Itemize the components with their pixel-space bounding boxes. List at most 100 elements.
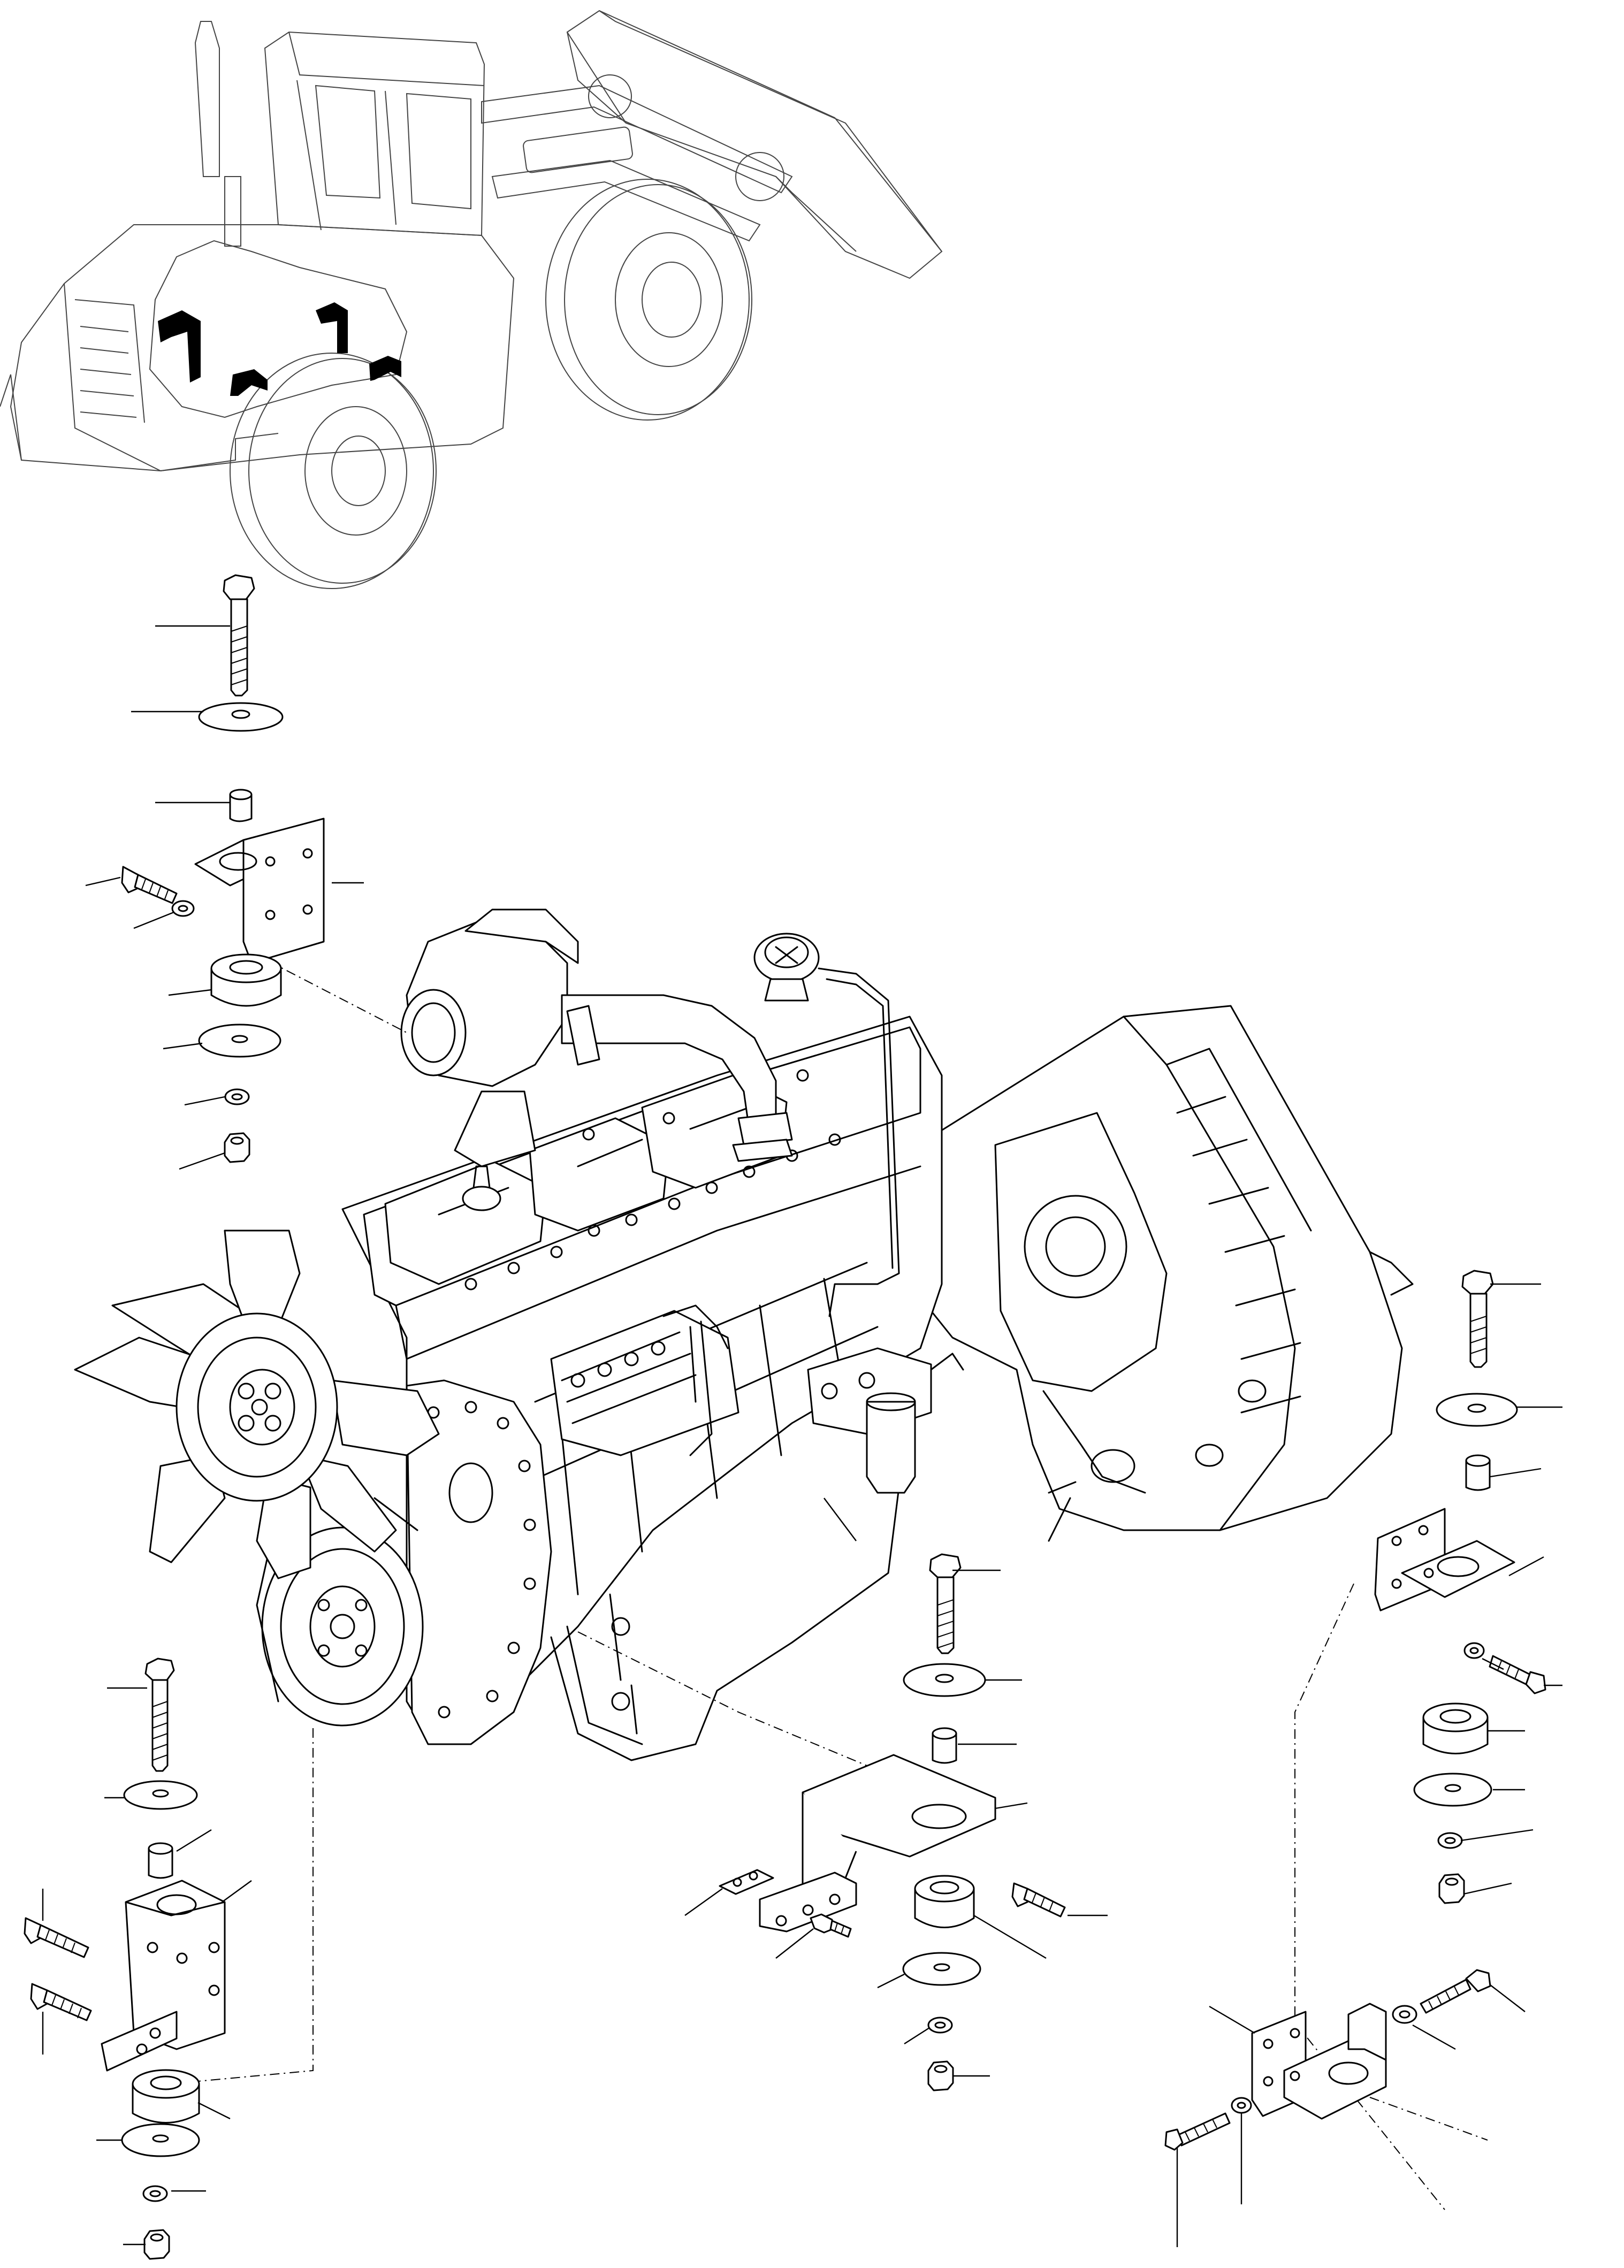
mount-bracket [194, 818, 325, 964]
mount-highlight-front-left [158, 310, 201, 383]
loader-front-wheel [545, 179, 752, 421]
hex-nut [224, 1132, 250, 1163]
leader-line [163, 1042, 203, 1050]
mount-kit-rear-right [1374, 1270, 1546, 1904]
mount-side-bolt [1420, 1969, 1491, 2014]
leader-line [1412, 2024, 1456, 2050]
mount-lock-washer-2 [1231, 2097, 1252, 2114]
leader-line [85, 876, 121, 887]
leader-line [133, 911, 174, 929]
timing-cover [406, 1379, 552, 1745]
rubber-isolator [1422, 1702, 1489, 1754]
hex-nut [143, 2229, 170, 2260]
rubber-isolator [914, 1875, 975, 1928]
lower-washer [1413, 1773, 1492, 1807]
mount-side-bolt [24, 1917, 89, 1958]
spring-washer [1437, 1832, 1463, 1849]
mount-bracket [1251, 2003, 1387, 2120]
loader-rear-wheel [230, 353, 437, 589]
mount-bracket [101, 1880, 226, 2072]
mount-side-bolt [810, 1913, 852, 1938]
oil-filler-cap [462, 1186, 501, 1211]
turbocharger [400, 908, 579, 1167]
leader-line [179, 1152, 225, 1170]
leader-line [1508, 1556, 1544, 1577]
leader-line [1490, 1468, 1542, 1478]
leader-line [1482, 1658, 1504, 1670]
rubber-isolator [210, 953, 282, 1007]
loader-lift-arms [481, 74, 793, 242]
mount-lock-washer [1392, 2005, 1417, 2024]
mount-washer [123, 1780, 198, 1810]
mount-spacer [1465, 1454, 1491, 1491]
cooling-fan [74, 1230, 440, 1579]
mount-spacer [229, 789, 253, 822]
callout-leaders [42, 625, 1562, 2247]
lower-washer [902, 1952, 981, 1986]
leader-line [184, 1096, 225, 1106]
crankshaft-pulley [256, 1497, 424, 1727]
mount-lock-washer [1463, 1642, 1485, 1659]
leader-line [1490, 1984, 1526, 2012]
mount-side-bolt-2 [30, 1983, 92, 2021]
leader-line [824, 1498, 857, 1541]
hex-nut [1438, 1873, 1465, 1904]
mount-bolt [1461, 1270, 1494, 1368]
hex-nut [927, 2060, 954, 2091]
loader-bucket [566, 10, 943, 279]
mount-bolt [144, 1658, 175, 1772]
wheel-loader-overview [0, 10, 943, 589]
leader-line [973, 1914, 1047, 1959]
mount-bolt [223, 574, 255, 697]
crankcase-breather [753, 933, 900, 1317]
leader-line [904, 2027, 930, 2045]
mount-side-bolt [121, 866, 178, 904]
intake-pipe [561, 994, 793, 1162]
mount-washer [1436, 1393, 1518, 1427]
mount-bracket [1374, 1508, 1515, 1612]
mount-spacer [148, 1842, 173, 1879]
engine-transmission-assembly [74, 908, 1414, 1761]
rubber-isolator [132, 2069, 200, 2124]
fuel-filter [807, 1347, 964, 1494]
mount-kit-transmission-lower [1164, 1969, 1491, 2151]
leader-line [995, 1802, 1028, 1809]
loader-intake-stack [224, 176, 241, 247]
mount-side-bolt-2 [1164, 2112, 1231, 2151]
leader-line [176, 1829, 212, 1852]
lower-washer [198, 1024, 281, 1058]
mount-washer [903, 1663, 986, 1697]
loader-body [0, 224, 515, 472]
spring-washer [927, 2017, 953, 2034]
mount-side-bolt-2 [1011, 1882, 1066, 1918]
shim-plate [719, 1869, 774, 1895]
loader-exhaust-stack [194, 21, 220, 177]
transmission-housing [909, 1005, 1414, 1542]
leader-line [197, 2102, 231, 2120]
leader-line [684, 1888, 723, 1916]
leader-line [1209, 2005, 1255, 2034]
leader-line [222, 1880, 252, 1903]
mount-washer [198, 702, 284, 732]
mount-kit-front-lower [24, 1658, 226, 2260]
mount-lock-washer [171, 900, 195, 917]
spring-washer [142, 2185, 168, 2202]
mount-bolt [929, 1553, 962, 1654]
fuel-injection-pump [550, 1304, 739, 1456]
mount-side-bolt [1489, 1655, 1546, 1694]
mount-bracket [759, 1754, 996, 1933]
leader-line [1463, 1882, 1512, 1895]
leader-line [877, 1973, 905, 1989]
spring-washer [224, 1088, 250, 1105]
mount-highlight-front-right [230, 369, 268, 396]
mount-kit-rear-center [719, 1553, 1066, 2091]
leader-line [775, 1928, 814, 1959]
mount-kit-front-upper [121, 574, 325, 1163]
highlighted-engine-mounts [158, 302, 401, 396]
leader-line [168, 989, 212, 996]
mount-highlight-rear-left [316, 302, 348, 353]
leader-line [1460, 1829, 1534, 1842]
loader-cab [264, 31, 485, 236]
